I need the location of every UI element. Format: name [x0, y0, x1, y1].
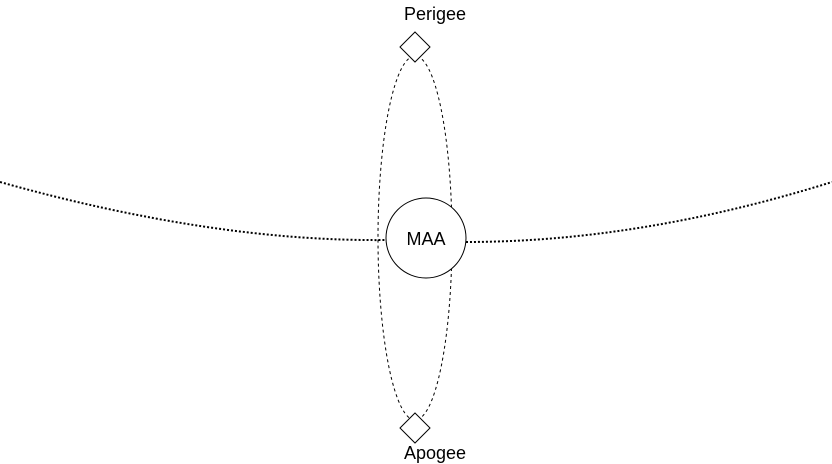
central-body-label: MAA	[406, 229, 445, 249]
trajectory-curve	[0, 181, 387, 242]
apogee-diamond	[399, 412, 431, 444]
trajectory-curve	[465, 181, 832, 243]
central-body-circle	[385, 197, 467, 279]
perigee-label: Perigee	[404, 4, 466, 24]
perigee-diamond	[399, 31, 431, 63]
apogee-label: Apogee	[404, 443, 466, 463]
